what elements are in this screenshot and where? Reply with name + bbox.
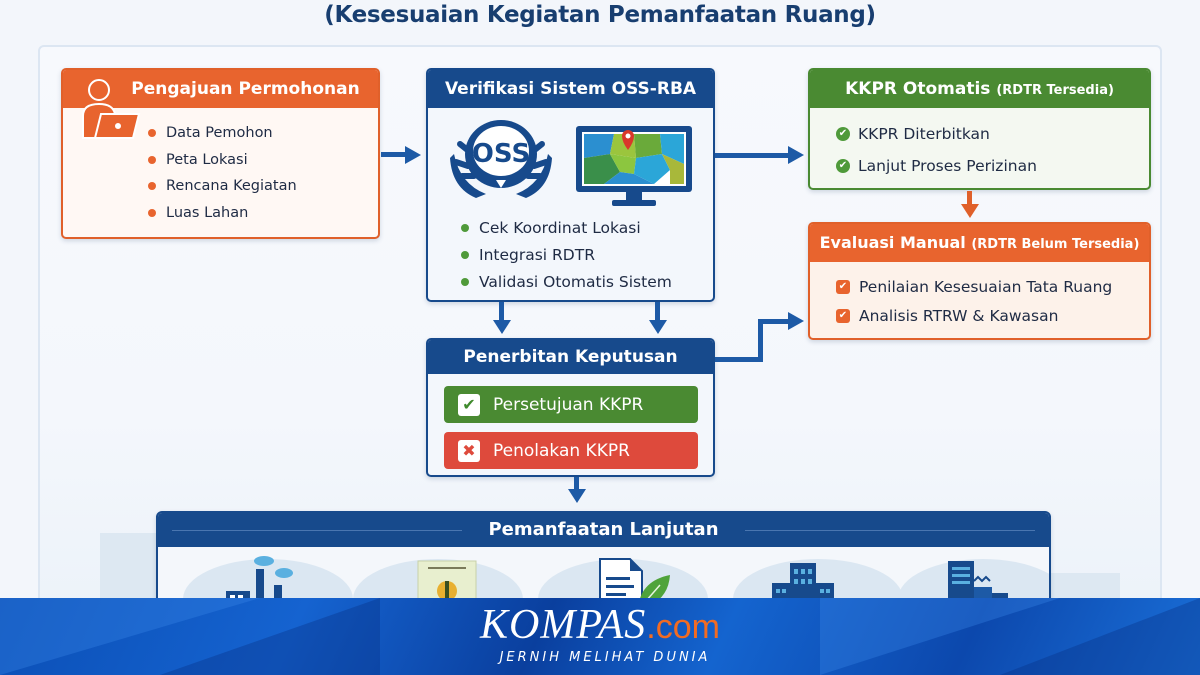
bullet-icon bbox=[148, 155, 156, 164]
list-item: Integrasi RDTR bbox=[461, 241, 672, 268]
list-item: ✔KKPR Diterbitkan bbox=[836, 118, 1037, 150]
document-leaf-icon bbox=[599, 558, 670, 605]
check-icon: ✔ bbox=[458, 393, 480, 416]
list-item: Luas Lahan bbox=[148, 200, 297, 227]
bullet-icon bbox=[461, 223, 469, 232]
bullet-icon bbox=[148, 182, 156, 191]
bullet-icon bbox=[148, 129, 156, 138]
list-item: Peta Lokasi bbox=[148, 147, 297, 174]
bullet-icon bbox=[461, 250, 469, 259]
decision-box: Penerbitan Keputusan ✔ Persetujuan KKPR … bbox=[426, 338, 715, 477]
manual-evaluation-box: Evaluasi Manual (RDTR Belum Tersedia) ✔P… bbox=[808, 222, 1151, 340]
checkbox-icon: ✔ bbox=[836, 308, 850, 323]
list-item: ✔Penilaian Kesesuaian Tata Ruang bbox=[836, 272, 1112, 301]
page-title: (Kesesuaian Kegiatan Pemanfaatan Ruang) bbox=[324, 2, 876, 28]
followup-title-bar: Pemanfaatan Lanjutan bbox=[158, 513, 1049, 547]
followup-title: Pemanfaatan Lanjutan bbox=[488, 519, 719, 540]
manual-items: ✔Penilaian Kesesuaian Tata Ruang ✔Analis… bbox=[836, 272, 1112, 330]
rejection-badge: ✖ Penolakan KKPR bbox=[444, 432, 698, 469]
check-circle-icon: ✔ bbox=[836, 127, 850, 141]
kompas-logo: KOMPAS.com JERNIH MELIHAT DUNIA bbox=[0, 604, 1200, 665]
decision-title: Penerbitan Keputusan bbox=[428, 340, 713, 374]
application-step-title: Pengajuan Permohonan bbox=[63, 70, 378, 108]
manual-evaluation-title: Evaluasi Manual (RDTR Belum Tersedia) bbox=[810, 224, 1149, 262]
bullet-icon bbox=[148, 208, 156, 217]
svg-text:OSS: OSS bbox=[472, 139, 530, 169]
automatic-kkpr-box: KKPR Otomatis (RDTR Tersedia) ✔KKPR Dite… bbox=[808, 68, 1151, 190]
person-laptop-icon bbox=[82, 79, 141, 139]
check-circle-icon: ✔ bbox=[836, 159, 850, 173]
x-icon: ✖ bbox=[458, 439, 480, 462]
verification-items: Cek Koordinat Lokasi Integrasi RDTR Vali… bbox=[461, 214, 672, 295]
verification-step-box: Verifikasi Sistem OSS-RBA OSS Cek Koordi… bbox=[426, 68, 715, 302]
checkbox-icon: ✔ bbox=[836, 279, 850, 294]
approval-badge: ✔ Persetujuan KKPR bbox=[444, 386, 698, 423]
list-item: Data Pemohon bbox=[148, 120, 297, 147]
application-step-box: Pengajuan Permohonan Data Pemohon Peta L… bbox=[61, 68, 380, 239]
list-item: ✔Analisis RTRW & Kawasan bbox=[836, 301, 1112, 330]
followup-box: Pemanfaatan Lanjutan bbox=[156, 511, 1051, 611]
automatic-items: ✔KKPR Diterbitkan ✔Lanjut Proses Perizin… bbox=[836, 118, 1037, 182]
verification-step-title: Verifikasi Sistem OSS-RBA bbox=[428, 70, 713, 108]
list-item: Rencana Kegiatan bbox=[148, 173, 297, 200]
certificate-icon bbox=[417, 560, 477, 605]
bullet-icon bbox=[461, 277, 469, 286]
map-monitor-icon bbox=[576, 126, 692, 206]
list-item: ✔Lanjut Proses Perizinan bbox=[836, 150, 1037, 182]
list-item: Validasi Otomatis Sistem bbox=[461, 268, 672, 295]
application-items: Data Pemohon Peta Lokasi Rencana Kegiata… bbox=[148, 120, 297, 226]
oss-logo-icon: OSS bbox=[450, 120, 552, 198]
tagline: JERNIH MELIHAT DUNIA bbox=[499, 650, 711, 665]
publisher-footer: KOMPAS.com JERNIH MELIHAT DUNIA bbox=[0, 598, 1200, 675]
automatic-kkpr-title: KKPR Otomatis (RDTR Tersedia) bbox=[810, 70, 1149, 108]
list-item: Cek Koordinat Lokasi bbox=[461, 214, 672, 241]
